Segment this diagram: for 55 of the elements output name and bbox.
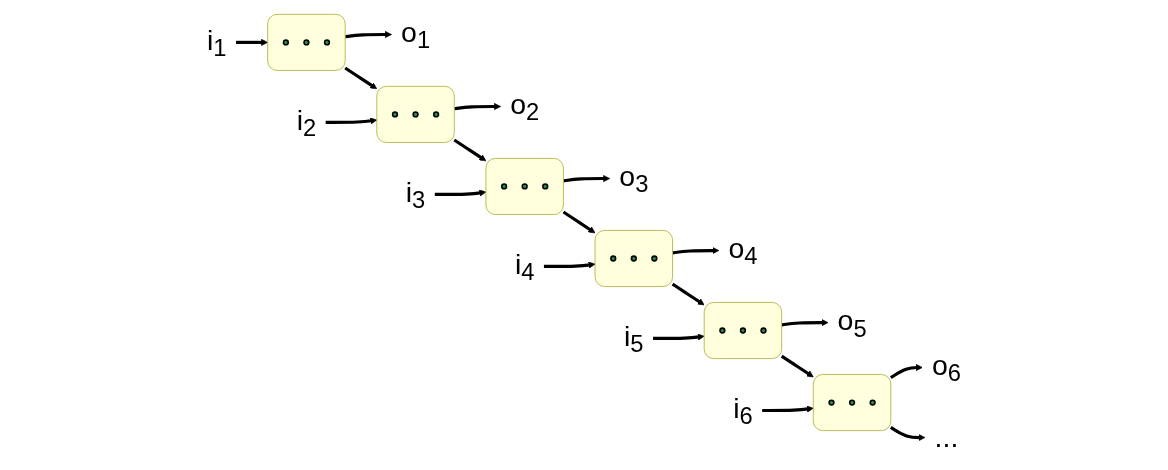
node-text: o$_{2}$ xyxy=(510,87,540,126)
arrow xyxy=(781,319,829,327)
arrow xyxy=(889,364,923,379)
cluster xyxy=(267,13,346,71)
arrow xyxy=(325,117,378,125)
cluster xyxy=(376,85,455,143)
cluster xyxy=(594,230,673,287)
node-text: o$_{3}$ xyxy=(619,159,649,198)
node-circle xyxy=(828,399,835,406)
arrow xyxy=(762,405,814,413)
node-circle xyxy=(739,327,747,334)
node-text: i$_{1}$ xyxy=(207,23,227,62)
cluster xyxy=(485,158,564,215)
arrow xyxy=(453,138,487,162)
node-text: i$_{4}$ xyxy=(514,247,535,286)
arrow xyxy=(543,261,596,269)
node-circle xyxy=(500,183,508,190)
node-text: o$_{4}$ xyxy=(728,231,758,270)
arrow xyxy=(434,189,487,197)
node-circle xyxy=(432,111,440,118)
arrow xyxy=(563,175,611,183)
cluster xyxy=(703,302,783,359)
node-text: i$_{2}$ xyxy=(296,103,317,141)
node-text: i$_{5}$ xyxy=(624,319,644,358)
node-circle xyxy=(869,399,876,406)
arrow xyxy=(671,282,705,306)
node-circle xyxy=(610,255,617,262)
node-text: i$_{3}$ xyxy=(405,175,426,214)
node-text: ... xyxy=(934,420,959,454)
node-text: o$_{1}$ xyxy=(401,15,431,54)
node-circle xyxy=(303,39,310,46)
arrow xyxy=(889,426,926,442)
arrow xyxy=(344,66,378,90)
node-circle xyxy=(323,39,331,46)
cluster xyxy=(812,374,892,431)
node-text: i$_{6}$ xyxy=(733,391,753,430)
node-circle xyxy=(412,111,419,118)
node-circle xyxy=(630,255,637,262)
node-text: o$_{6}$ xyxy=(931,348,961,387)
node-circle xyxy=(719,327,726,334)
node-circle xyxy=(542,183,549,190)
node-circle xyxy=(282,39,290,46)
arrow xyxy=(454,103,501,111)
arrow xyxy=(562,210,596,234)
node-circle xyxy=(651,255,658,262)
node-circle xyxy=(391,111,399,118)
arrow xyxy=(344,31,392,39)
arrow xyxy=(672,247,720,255)
arrow xyxy=(653,333,705,341)
arrow xyxy=(236,38,268,46)
node-circle xyxy=(848,399,856,406)
node-circle xyxy=(521,183,528,190)
node-circle xyxy=(760,327,767,334)
arrow xyxy=(780,354,814,378)
node-text: o$_{5}$ xyxy=(837,303,867,342)
